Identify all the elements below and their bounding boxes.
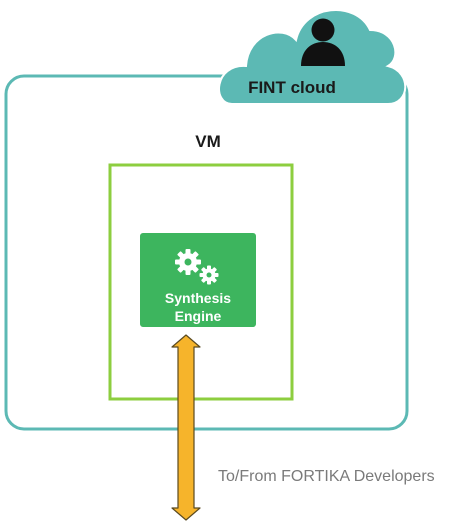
- bidirectional-arrow: [171, 334, 201, 521]
- synthesis-engine-box: [140, 233, 256, 327]
- developers-connection-label: To/From FORTIKA Developers: [218, 468, 435, 485]
- cloud-label: FINT cloud: [248, 78, 336, 97]
- gears-icon: [175, 249, 219, 285]
- engine-label-line2: Engine: [174, 308, 222, 324]
- user-icon: [301, 18, 345, 66]
- synthesis-engine-label: Synthesis Engine: [140, 289, 256, 325]
- cloud-platform-boundary: [4, 74, 409, 431]
- engine-label-line1: Synthesis: [164, 290, 232, 306]
- vm-label: VM: [195, 132, 221, 151]
